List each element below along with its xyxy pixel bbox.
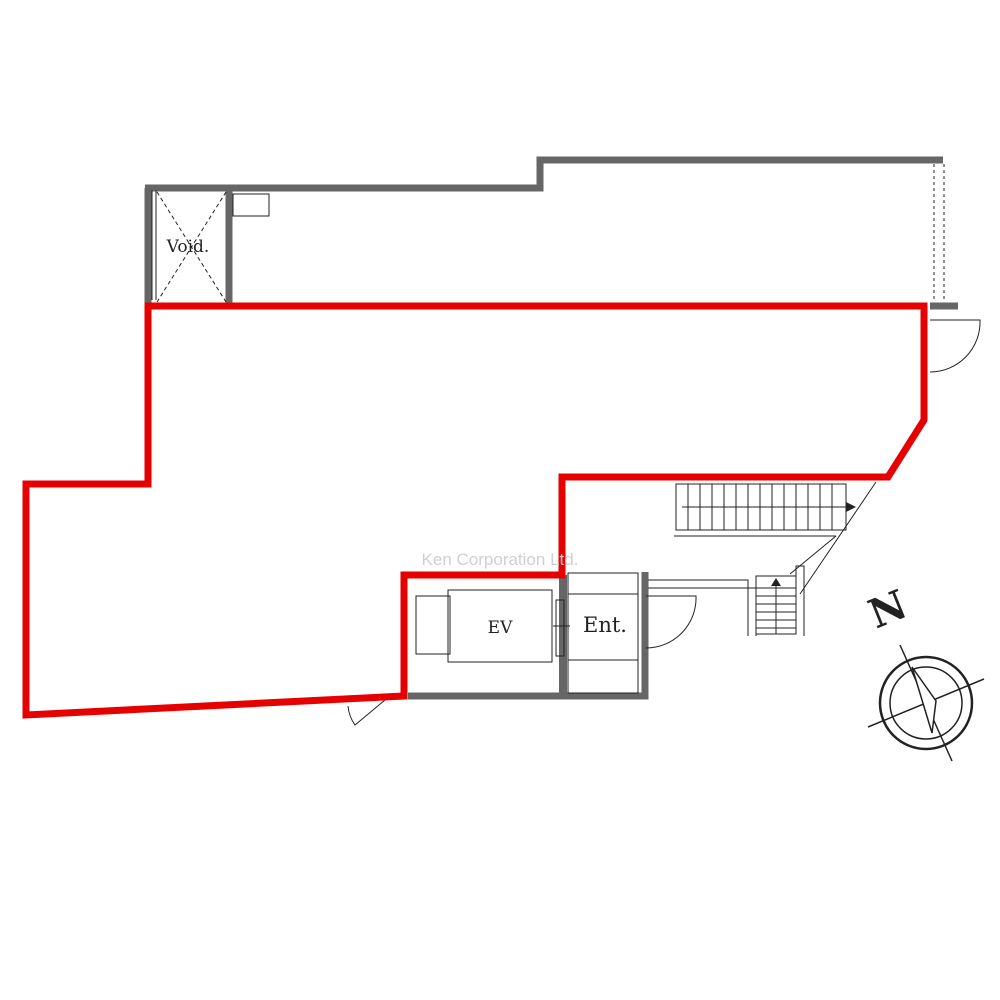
building-walls	[144, 156, 958, 700]
void-fixture-box	[232, 193, 270, 217]
entrance-label: Ent.	[583, 613, 627, 637]
watermark: Ken Corporation Ltd.	[422, 550, 579, 569]
lower-stair	[648, 481, 877, 636]
diagonal-edge	[799, 481, 877, 595]
elevator	[415, 589, 570, 663]
upper-stair-arrow	[846, 502, 856, 512]
upper-stair	[674, 483, 847, 537]
balcony-edge	[151, 164, 945, 302]
lower-stair-arrow	[771, 578, 781, 586]
compass	[867, 644, 985, 762]
elevator-car	[447, 589, 553, 663]
north-label: N	[862, 581, 914, 638]
east-door	[929, 319, 981, 373]
unit-outline	[22, 302, 928, 719]
entrance-door	[645, 595, 697, 649]
elevator-door	[555, 599, 565, 657]
void-area	[156, 191, 270, 303]
elevator-label: EV	[488, 618, 513, 638]
south-door	[347, 699, 386, 726]
elevator-machine	[415, 595, 451, 655]
compass-needle-east	[911, 666, 937, 734]
entrance-hall	[567, 572, 639, 694]
doors	[347, 319, 981, 726]
void-label: Void.	[166, 237, 210, 257]
core-wall	[408, 572, 649, 700]
north-wall	[145, 156, 943, 192]
